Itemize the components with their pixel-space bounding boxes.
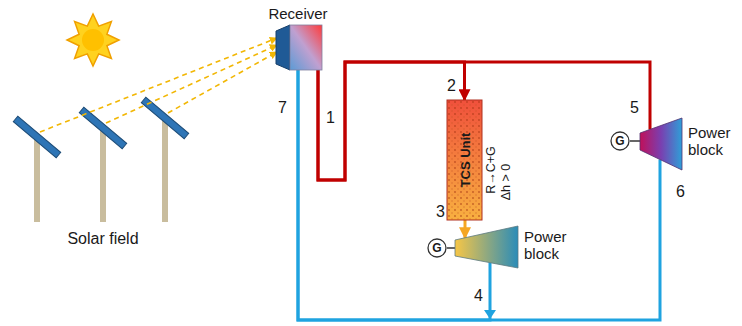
power-block-shape (455, 226, 518, 268)
generator: G (610, 131, 630, 151)
connector-path (298, 70, 490, 320)
callout-number: 3 (436, 204, 445, 220)
generator-letter: G (615, 135, 624, 147)
node-label: Power block (524, 228, 576, 263)
callout-number: 7 (278, 100, 287, 116)
callout-number: 6 (676, 184, 685, 200)
light-ray (40, 38, 277, 132)
flow-line (298, 70, 660, 320)
connector-path (630, 140, 640, 142)
node-label: Solar field (67, 230, 138, 248)
connector-path (298, 70, 660, 320)
power-block-shape (640, 118, 682, 170)
receiver: Receiver (274, 25, 322, 70)
flow-line (318, 62, 465, 180)
connector-path (168, 52, 277, 113)
callout-number: 2 (447, 78, 456, 94)
callout-number: 4 (474, 288, 483, 304)
flow-line (298, 70, 496, 320)
arrowhead (484, 310, 496, 319)
callout-number: 1 (326, 110, 335, 126)
connector-path (40, 38, 277, 132)
flow-line (465, 220, 466, 238)
shaft-line (630, 141, 640, 142)
generator: G (427, 238, 447, 258)
sun-core (82, 29, 104, 51)
reaction-note: Δh > 0 (500, 163, 513, 200)
connector-path (464, 220, 467, 238)
generator-letter: G (432, 242, 441, 254)
mirrors (13, 97, 188, 157)
connector-path (447, 247, 455, 249)
connector-path (318, 62, 465, 180)
unit-title: TCS Unit (458, 133, 471, 188)
power-block: Power block (455, 226, 518, 268)
receiver-shape (274, 25, 322, 70)
node-label: Receiver (268, 5, 327, 22)
connector-path (106, 45, 277, 123)
solar-field: Solar field (8, 92, 198, 252)
reaction-note: R→C+G (485, 146, 498, 194)
shaft-line (447, 248, 455, 249)
tcs-unit: TCS UnitR→C+GΔh > 0 (447, 100, 482, 220)
callout-number: 5 (630, 100, 639, 116)
sun (67, 14, 119, 66)
power-block: Power block (640, 118, 682, 170)
mirror-posts (37, 121, 165, 222)
node-label: Power block (688, 124, 740, 159)
